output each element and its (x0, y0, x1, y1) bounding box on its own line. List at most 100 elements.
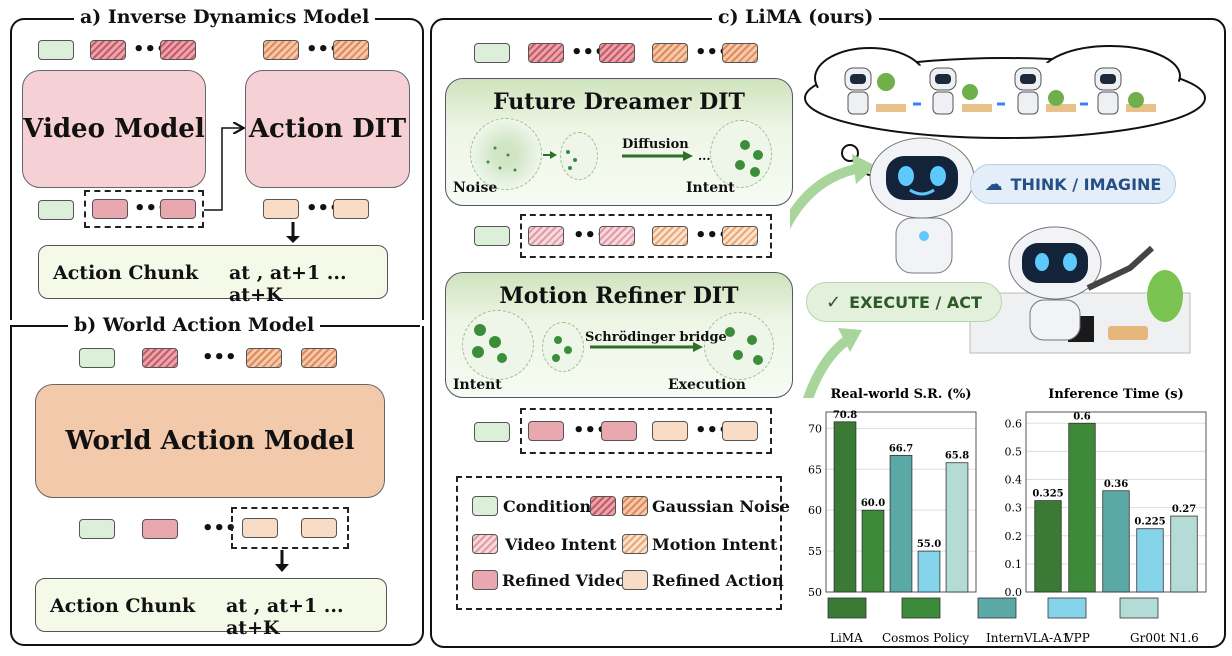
legend-refined-video-swatch (472, 570, 498, 590)
action-chunk-formula: at , at+1 ... at+K (226, 595, 344, 639)
bar-value-label: 0.36 (1104, 479, 1128, 490)
y-tick-label: 0.3 (1005, 502, 1023, 515)
action-chunk-label: Action Chunk (50, 595, 196, 617)
condition-token (474, 43, 510, 63)
motion-refiner-title: Motion Refiner DIT (499, 283, 739, 309)
intermediate-cloud (542, 322, 584, 372)
check-circle-icon: ✓ (826, 291, 842, 313)
action-chunk-formula: at , at+1 ... at+K (229, 262, 347, 306)
legend-label: VPP (1064, 631, 1090, 645)
panel-c-title: c) LiMA (ours) (712, 6, 880, 28)
legend-refined-video: Refined Video (502, 571, 626, 590)
motion-intent-token (722, 226, 758, 246)
video-noise-token (90, 40, 126, 60)
video-noise-token (142, 348, 178, 368)
bar (917, 550, 941, 593)
bar (945, 462, 969, 593)
action-dit-box: Action DIT (245, 70, 410, 188)
condition-token (474, 422, 510, 442)
condition-token (79, 348, 115, 368)
schrodinger-label: Schrödinger bridge (585, 330, 727, 345)
y-tick-label: 50 (808, 586, 822, 599)
thinking-robot (869, 137, 975, 274)
diffusion-label: Diffusion (622, 137, 689, 152)
legend-video-intent: Video Intent (505, 535, 617, 554)
ellipsis: ••• (202, 347, 237, 368)
legend-motion-intent: Motion Intent (652, 535, 778, 554)
legend-swatch (901, 597, 941, 619)
execute-act-badge: ✓ EXECUTE / ACT (806, 282, 1002, 322)
refined-action-token (722, 421, 758, 441)
video-noise-token (528, 43, 564, 63)
legend-gaussian-noise: Gaussian Noise (652, 497, 790, 516)
y-tick-label: 55 (808, 545, 822, 558)
bar-value-label: 70.8 (833, 410, 857, 421)
think-imagine-label: THINK / IMAGINE (1010, 174, 1162, 194)
chart-title: Inference Time (s) (1048, 387, 1183, 402)
ellipsis: ••• (133, 39, 168, 60)
charts: Real-world S.R. (%)505560657070.860.066.… (808, 387, 1207, 645)
legend-refined-action: Refined Action (652, 571, 784, 590)
refined-video-token (601, 421, 637, 441)
bar (833, 421, 857, 593)
legend-video-noise-swatch (590, 496, 616, 516)
action-chunk-label: Action Chunk (53, 262, 199, 284)
bar (1034, 500, 1062, 593)
motion-intent-token (652, 226, 688, 246)
action-token-group (231, 507, 349, 549)
legend-label: Gr00t N1.6 (1130, 631, 1199, 645)
bar (1068, 422, 1096, 593)
ellipsis: ••• (306, 39, 341, 60)
refined-video-token (142, 519, 178, 539)
y-tick-label: 0.5 (1005, 445, 1023, 458)
condition-token (38, 40, 74, 60)
bar (889, 454, 913, 593)
world-action-model-box: World Action Model (35, 384, 385, 498)
legend-motion-noise-swatch (622, 496, 648, 516)
think-imagine-badge: ☁ THINK / IMAGINE (970, 164, 1176, 204)
y-tick-label: 65 (808, 463, 822, 476)
legend-label: Cosmos Policy (882, 631, 969, 645)
noise-label: Noise (453, 180, 498, 196)
ellipsis: ••• (202, 518, 237, 539)
legend (456, 476, 782, 610)
legend-label: InternVLA-A1 (986, 631, 1070, 645)
bar-value-label: 65.8 (945, 451, 969, 462)
legend-swatch (1119, 597, 1159, 619)
y-tick-label: 0.4 (1005, 474, 1023, 487)
noise-cloud (470, 118, 542, 190)
condition-token (79, 519, 115, 539)
refined-action-token (333, 199, 369, 219)
legend-video-intent-swatch (472, 534, 498, 554)
bar (861, 509, 885, 593)
y-tick-label: 60 (808, 504, 822, 517)
legend-condition: Condition (503, 497, 592, 516)
svg-text:...: ... (698, 149, 711, 163)
execute-act-label: EXECUTE / ACT (849, 292, 982, 312)
y-tick-label: 70 (808, 422, 822, 435)
ellipsis: ••• (695, 225, 730, 246)
condition-token (474, 226, 510, 246)
ellipsis: ••• (695, 42, 730, 63)
motion-noise-token (722, 43, 758, 63)
future-dreamer-title: Future Dreamer DIT (493, 89, 745, 115)
refined-video-token (160, 199, 196, 219)
y-tick-label: 0.0 (1005, 586, 1023, 599)
legend-swatch (977, 597, 1017, 619)
refined-action-token (242, 518, 278, 538)
video-noise-token (599, 43, 635, 63)
bar (1102, 490, 1130, 593)
y-tick-label: 0.1 (1005, 558, 1023, 571)
refined-video-token (92, 199, 128, 219)
bar-value-label: 0.325 (1032, 489, 1063, 500)
chart-title: Real-world S.R. (%) (830, 387, 971, 402)
ellipsis: ••• (571, 42, 606, 63)
y-tick-label: 0.6 (1005, 417, 1023, 430)
legend-swatch (1047, 597, 1087, 619)
refined-token-group (520, 408, 772, 454)
intent-token-group (520, 214, 772, 258)
video-intent-token (599, 226, 635, 246)
ellipsis: ••• (573, 225, 608, 246)
video-intent-token (528, 226, 564, 246)
motion-noise-token (333, 40, 369, 60)
